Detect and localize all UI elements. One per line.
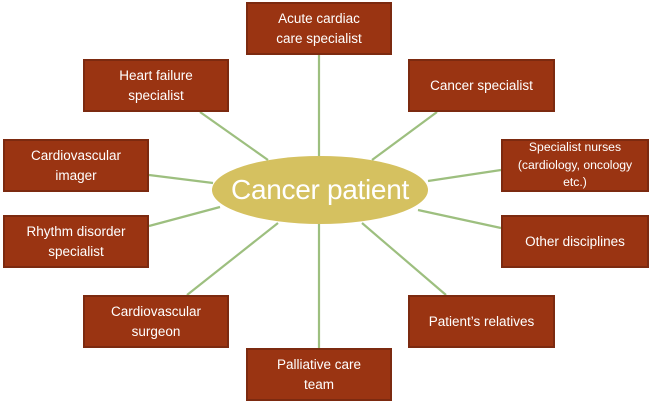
connector-heart <box>199 111 269 161</box>
node-specialist-nurses: Specialist nurses (cardiology, oncology … <box>501 139 649 192</box>
connector-cvimager <box>148 173 214 185</box>
connector-cancer <box>371 111 438 161</box>
connector-surgeon <box>186 222 279 296</box>
center-node-cancer-patient: Cancer patient <box>212 156 428 224</box>
node-cardiovascular-surgeon: Cardiovascular surgeon <box>83 295 229 348</box>
node-rhythm-disorder-specialist: Rhythm disorder specialist <box>3 215 149 268</box>
node-heart-failure-specialist: Heart failure specialist <box>83 59 229 112</box>
node-patients-relatives: Patient’s relatives <box>408 295 555 348</box>
node-cancer-specialist: Cancer specialist <box>408 59 555 112</box>
connector-relatives <box>361 222 447 296</box>
connector-other <box>417 208 502 230</box>
node-other-disciplines: Other disciplines <box>501 215 649 268</box>
connector-nurses <box>427 168 502 183</box>
node-palliative-care-team: Palliative care team <box>246 348 392 401</box>
connector-rhythm <box>148 205 221 228</box>
node-cardiovascular-imager: Cardiovascular imager <box>3 139 149 192</box>
node-acute-cardiac-care-specialist: Acute cardiac care specialist <box>246 2 392 55</box>
